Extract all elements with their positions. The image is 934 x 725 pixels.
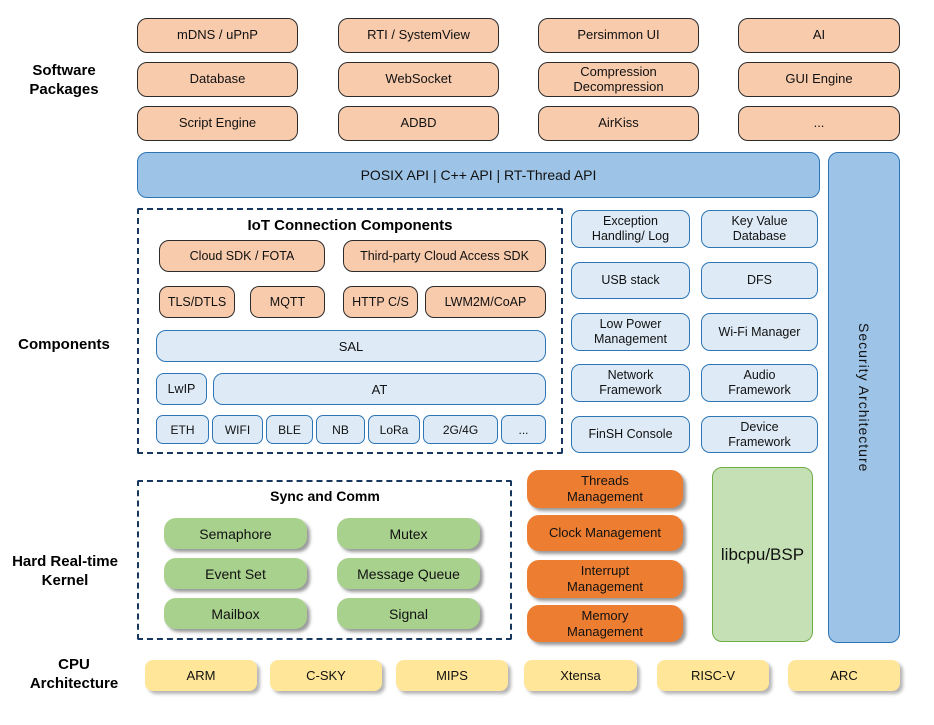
component-box: Network Framework [571, 364, 690, 402]
sync-and-comm-group [137, 480, 512, 640]
iot-group-title: IoT Connection Components [247, 217, 453, 234]
link-box: NB [316, 415, 365, 444]
link-box: LoRa [368, 415, 420, 444]
package-box: AirKiss [538, 106, 699, 141]
label-kernel: Hard Real-time Kernel [12, 553, 118, 589]
iot-connection-components-group [137, 208, 563, 454]
iot-box: MQTT [250, 286, 325, 318]
package-box: ... [738, 106, 900, 141]
component-box: Wi-Fi Manager [701, 313, 818, 351]
component-box: Audio Framework [701, 364, 818, 402]
package-box: AI [738, 18, 900, 53]
api-bar: POSIX API | C++ API | RT-Thread API [137, 152, 820, 198]
link-box: ... [501, 415, 546, 444]
link-box: BLE [266, 415, 313, 444]
package-box: Database [137, 62, 298, 97]
component-box: Low Power Management [571, 313, 690, 351]
kernel-management-box: Memory Management [527, 605, 683, 642]
kernel-sync-box: Mailbox [164, 598, 307, 629]
kernel-sync-box: Semaphore [164, 518, 307, 549]
package-box: Persimmon UI [538, 18, 699, 53]
link-box: 2G/4G [423, 415, 498, 444]
label-cpu-architecture: CPU Architecture [29, 656, 119, 692]
component-box: USB stack [571, 262, 690, 299]
kernel-sync-box: Event Set [164, 558, 307, 589]
component-box: DFS [701, 262, 818, 299]
at-box: AT [213, 373, 546, 405]
cpu-box: ARC [788, 660, 900, 691]
link-box: WIFI [212, 415, 263, 444]
iot-box: Third-party Cloud Access SDK [343, 240, 546, 272]
package-box: GUI Engine [738, 62, 900, 97]
libcpu-bsp-box: libcpu/BSP [712, 467, 813, 642]
link-box: ETH [156, 415, 209, 444]
kernel-management-box: Clock Management [527, 515, 683, 551]
security-architecture-bar: Security Architecture [828, 152, 900, 643]
component-box: Exception Handling/ Log [571, 210, 690, 248]
component-box: Key Value Database [701, 210, 818, 248]
iot-box: HTTP C/S [343, 286, 418, 318]
cpu-box: RISC-V [657, 660, 769, 691]
kernel-management-box: Threads Management [527, 470, 683, 508]
package-box: WebSocket [338, 62, 499, 97]
kernel-sync-box: Signal [337, 598, 480, 629]
label-components: Components [18, 336, 110, 353]
cpu-box: MIPS [396, 660, 508, 691]
package-box: ADBD [338, 106, 499, 141]
cpu-box: C-SKY [270, 660, 382, 691]
kernel-sync-box: Mutex [337, 518, 480, 549]
label-software-packages: Software Packages [29, 62, 99, 98]
component-box: FinSH Console [571, 416, 690, 453]
package-box: mDNS / uPnP [137, 18, 298, 53]
kernel-sync-box: Message Queue [337, 558, 480, 589]
cpu-box: ARM [145, 660, 257, 691]
iot-box: LWM2M/CoAP [425, 286, 546, 318]
component-box: Device Framework [701, 416, 818, 453]
package-box: RTI / SystemView [338, 18, 499, 53]
security-architecture-label: Security Architecture [856, 322, 872, 473]
iot-box: TLS/DTLS [159, 286, 235, 318]
cpu-box: Xtensa [524, 660, 637, 691]
kernel-management-box: Interrupt Management [527, 560, 683, 598]
package-box: Compression Decompression [538, 62, 699, 97]
lwip-box: LwIP [156, 373, 207, 405]
package-box: Script Engine [137, 106, 298, 141]
sal-box: SAL [156, 330, 546, 362]
iot-box: Cloud SDK / FOTA [159, 240, 325, 272]
sync-and-comm-title: Sync and Comm [270, 488, 380, 504]
